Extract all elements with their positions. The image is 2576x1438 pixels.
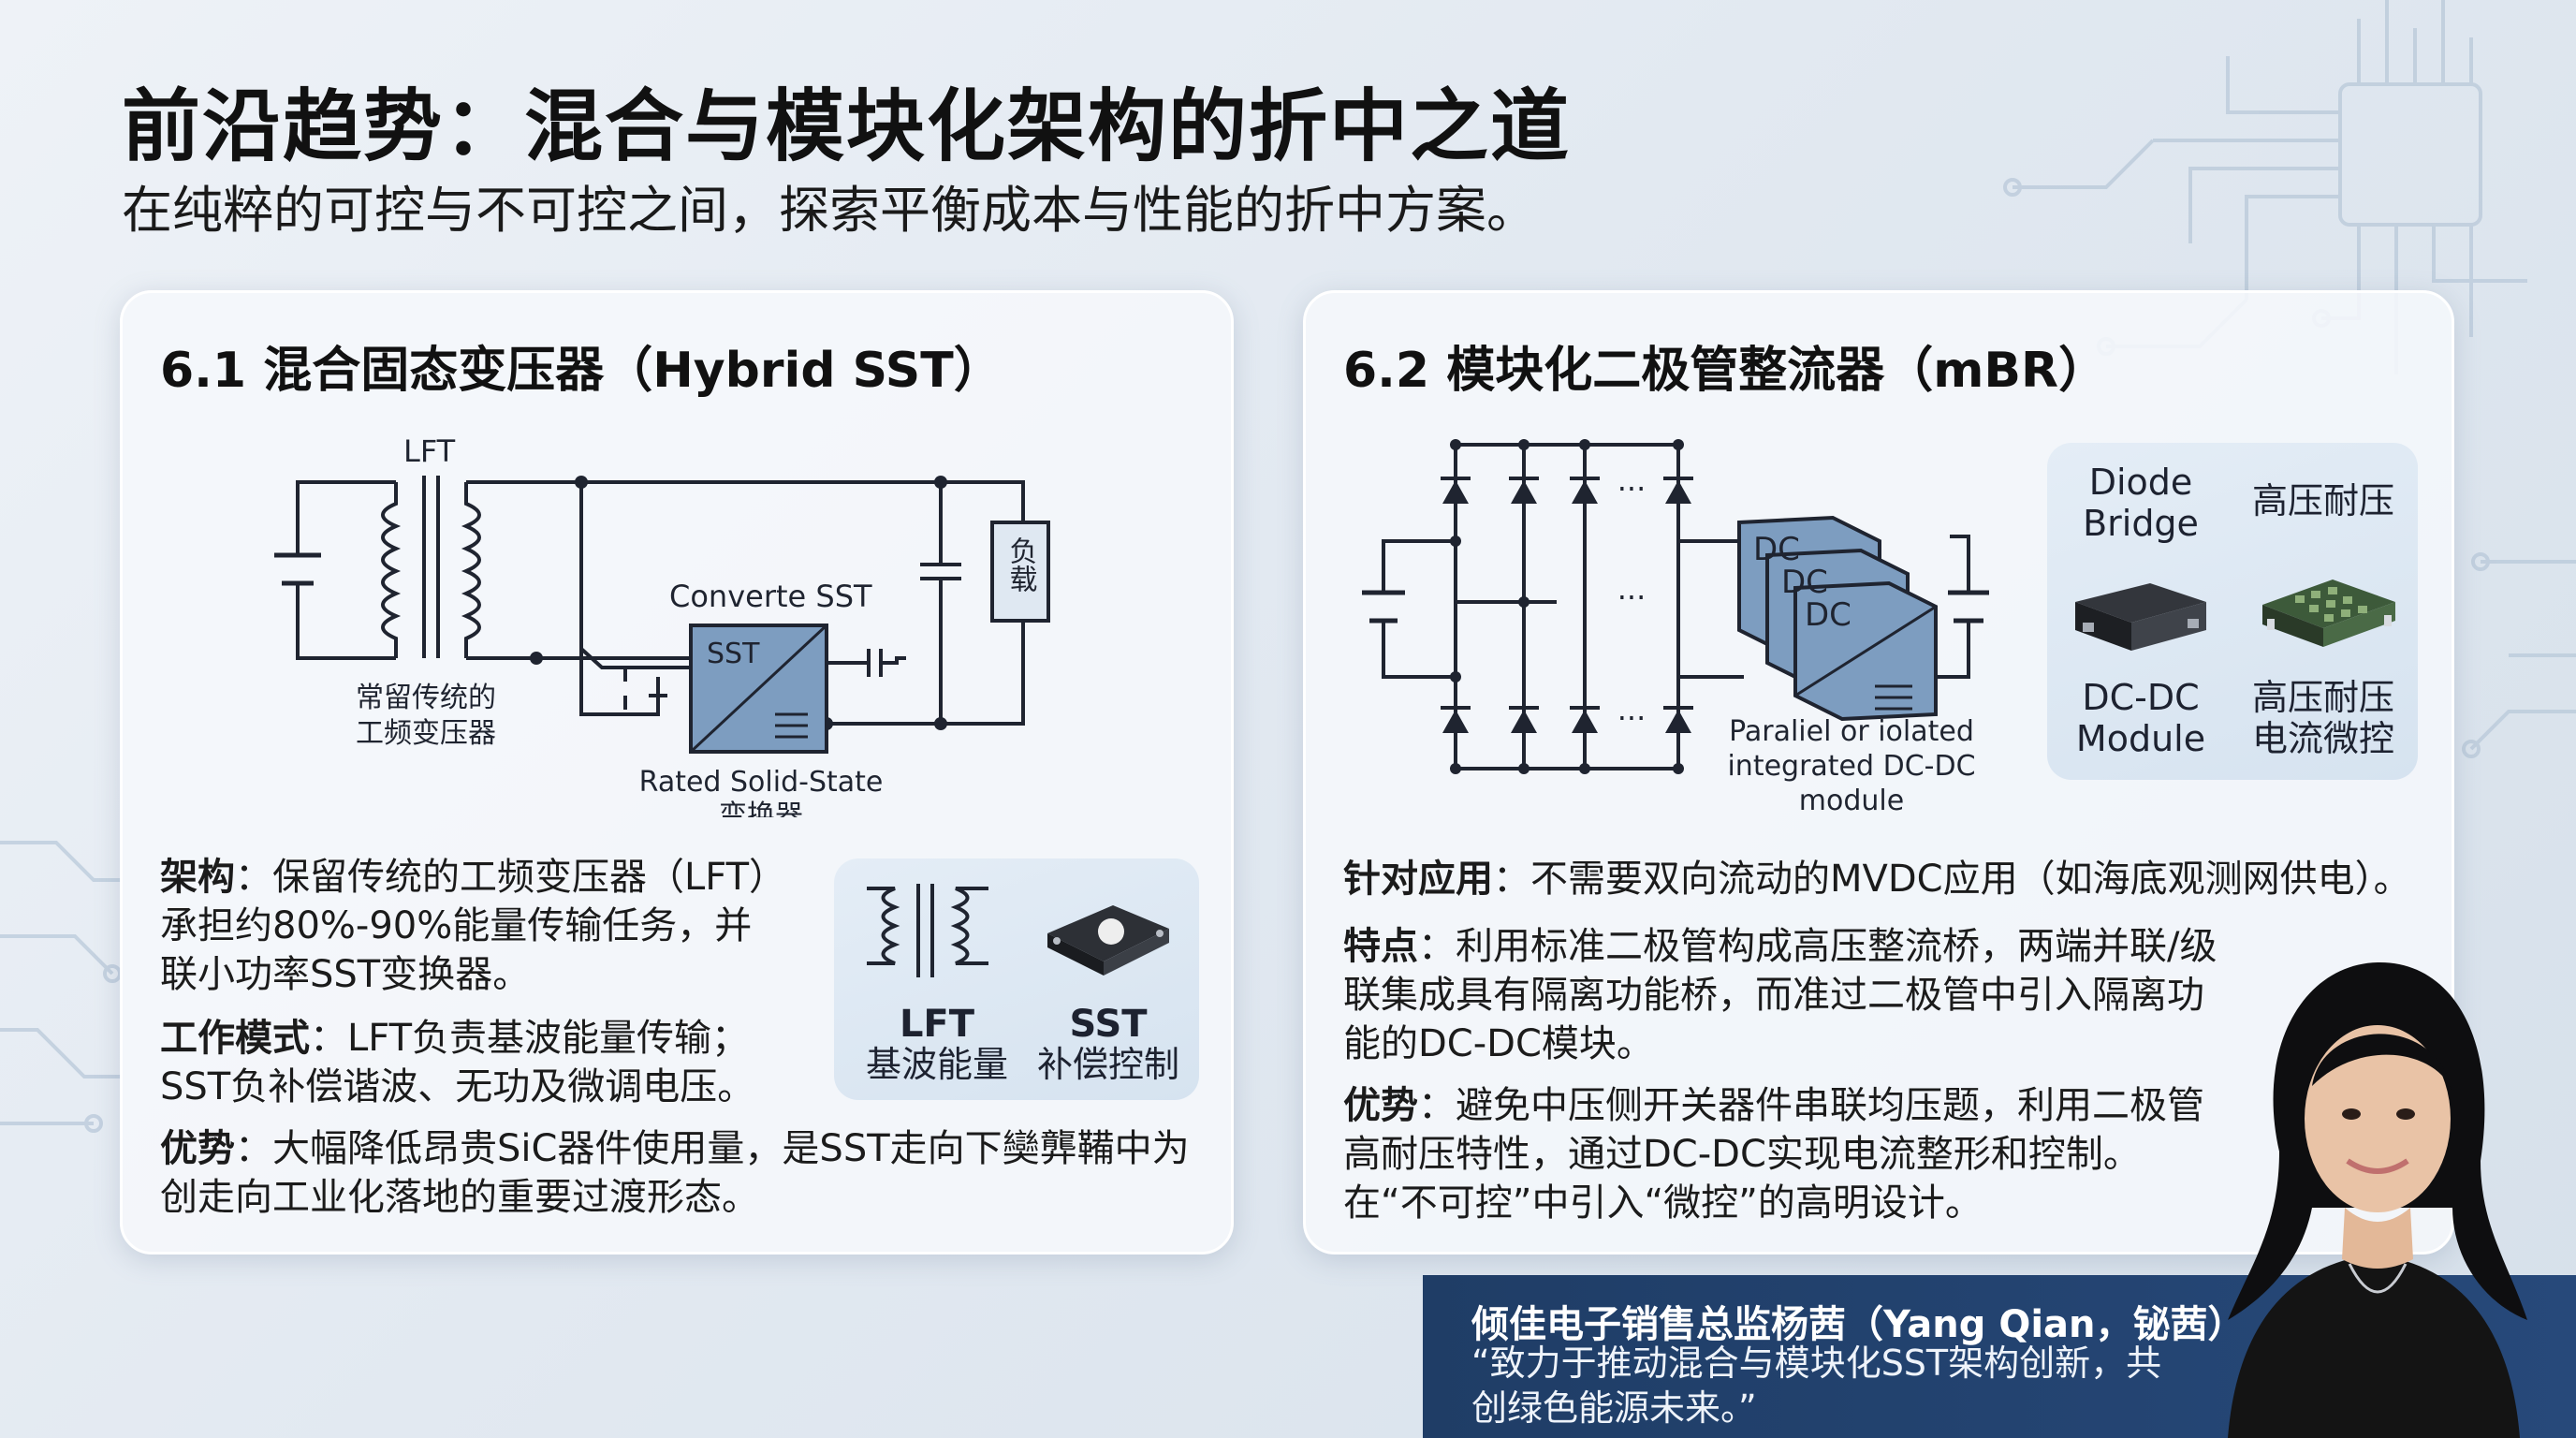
transformer-icon: [867, 884, 988, 977]
mbr-advantage-paragraph: 优势：避免中压侧开关器件串联均压题，利用二极管高耐压特性，通过DC-DC实现电流…: [1343, 1084, 2204, 1225]
lft-caption-line1: 常留传统的: [356, 682, 496, 714]
speaker-name: 倾佳电子销售总监杨茜（Yang Qian，铋茜）: [1471, 1303, 2246, 1346]
dcdc-module-icon: [2075, 583, 2206, 651]
chip-outline: [2338, 82, 2482, 227]
dc-label-front: DC: [1805, 596, 1852, 634]
speaker-portrait: [2228, 961, 2527, 1438]
dcdc-caption-line3: module: [1799, 785, 1904, 817]
inset-lft-sub: 基波能量: [865, 1044, 1008, 1085]
lft-core: [422, 476, 440, 658]
speaker-quote: “致力于推动混合与模块化SST架构创新，共创绿色能源未来。”: [1471, 1343, 2162, 1429]
dcdc-module-line2: Module: [2075, 718, 2206, 759]
mbr-circuit-diagram: ··· ··· ··· DC DC DC Paraliel or iolated…: [1362, 439, 1989, 817]
dcdc-caption-line2: integrated DC-DC: [1727, 750, 1975, 783]
hybrid-architecture-paragraph: 架构：保留传统的工频变压器（LFT）承担约80%-90%能量传输任务，并联小功率…: [160, 856, 768, 996]
hv-module-icon: [2262, 580, 2395, 647]
dc-module-stack: [1737, 515, 1938, 722]
diode-bridge-diodes: [1441, 439, 1693, 774]
diode-bridge-line2: Bridge: [2083, 503, 2199, 544]
load-label: 负载: [1004, 536, 1037, 593]
modular-diode-rectifier-panel: 6.2 模块化二极管整流器（mBR）: [1303, 290, 2454, 1255]
hv-label-bottom-line1: 高压耐压: [2251, 677, 2394, 718]
sst-label: SST: [707, 638, 760, 670]
lft-secondary-coil: [461, 482, 481, 658]
sst-caption-line2: 变换器: [719, 800, 803, 817]
lft-caption-line2: 工频变压器: [356, 717, 496, 750]
dcdc-module-line1: DC-DC: [2082, 677, 2200, 718]
hybrid-sst-circuit-diagram: LFT Converte SST SST 负载 常留传统的 工频变压器 Rate…: [274, 433, 1050, 817]
mbr-application-paragraph: 针对应用：不需要双向流动的MVDC应用（如海底观测网供电）。: [1343, 858, 2411, 901]
ellipsis-mid: ···: [1617, 580, 1647, 615]
dc-label-back: DC: [1753, 531, 1800, 568]
lft-label: LFT: [403, 433, 456, 469]
page-subtitle: 在纯粹的可控与不可控之间，探索平衡成本与性能的折中方案。: [122, 181, 1537, 240]
hybrid-sst-panel: 6.1 混合固态变压器（Hybrid SST）: [120, 290, 1234, 1255]
inset-lft-title: LFT: [899, 1003, 975, 1046]
sst-converter-box: [689, 624, 828, 754]
sst-module-icon: [1047, 905, 1169, 976]
lft-sst-inset: LFT 基波能量 SST 补偿控制: [834, 858, 1199, 1100]
load-box: [990, 521, 1050, 623]
diode-bridge-line1: Diode: [2088, 462, 2193, 503]
mbr-heading: 6.2 模块化二极管整流器（mBR）: [1343, 343, 2108, 399]
speaker-banner: 倾佳电子销售总监杨茜（Yang Qian，铋茜） “致力于推动混合与模块化SST…: [1423, 1275, 2576, 1438]
mbr-feature-paragraph: 特点：利用标准二极管构成高压整流桥，两端并联/级联集成具有隔离功能桥，而准过二极…: [1343, 925, 2217, 1065]
hybrid-sst-heading: 6.1 混合固态变压器（Hybrid SST）: [160, 343, 1003, 399]
hv-label-top: 高压耐压: [2251, 480, 2394, 521]
page-title: 前沿趋势：混合与模块化架构的折中之道: [122, 81, 1572, 172]
ellipsis-top: ···: [1617, 471, 1647, 506]
sst-caption-line1: Rated Solid-State: [639, 766, 884, 799]
lft-primary-coil: [381, 482, 402, 658]
converter-label: Converte SST: [669, 579, 872, 614]
ellipsis-bottom: ···: [1617, 700, 1647, 736]
inset-sst-title: SST: [1069, 1003, 1148, 1046]
dcdc-caption-line1: Paraliel or iolated: [1729, 715, 1974, 748]
mbr-component-inset: Diode Bridge 高压耐压 DC-DC Module 高压耐压 电流微控: [2047, 443, 2418, 780]
dc-label-mid: DC: [1781, 564, 1828, 601]
hybrid-mode-paragraph: 工作模式：LFT负责基波能量传输；SST负补偿谐波、无功及微调电压。: [160, 1017, 755, 1108]
inset-sst-sub: 补偿控制: [1036, 1044, 1179, 1085]
hybrid-advantage-paragraph: 优势：大幅降低昂贵SiC器件使用量，是SST走向下奱龏鞴中为创走向工业化落地的重…: [160, 1127, 1190, 1219]
hv-label-bottom-line2: 电流微控: [2251, 718, 2394, 759]
